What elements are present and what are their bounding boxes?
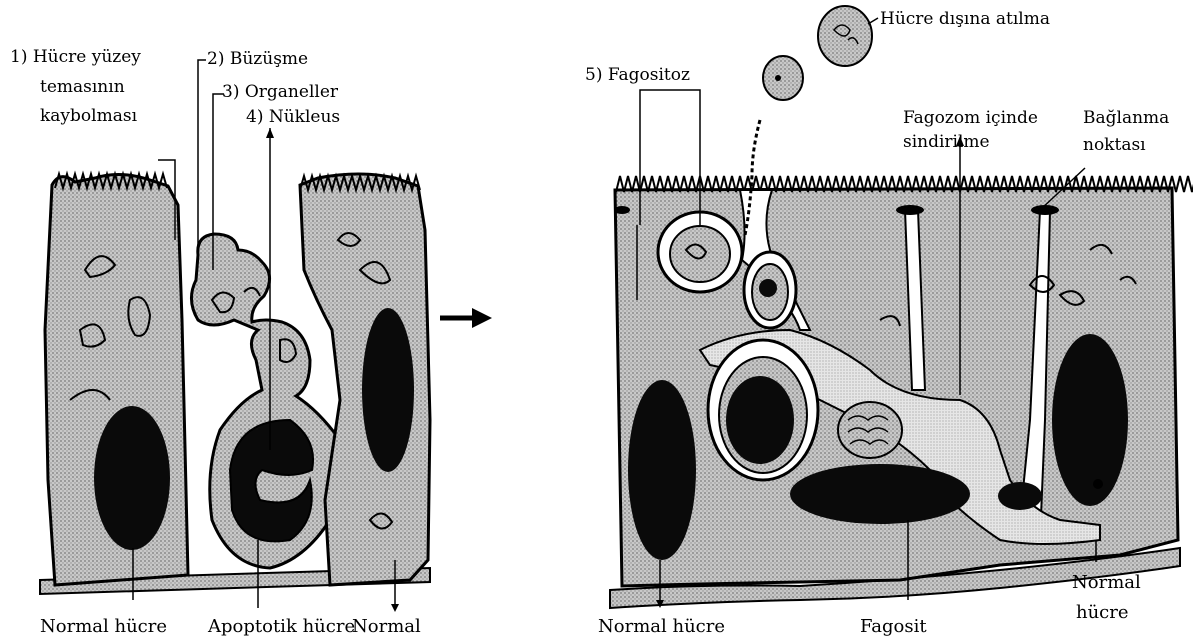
- label-normal-right-2: hücre: [1076, 602, 1129, 623]
- label-step3: 3) Organeller: [222, 82, 339, 102]
- phagosome-3: [708, 340, 818, 480]
- left-panel: 1) Hücre yüzey temasının kaybolması 2) B…: [10, 47, 492, 637]
- nucleus-right-left: [628, 380, 696, 560]
- label-step1-line1: 1) Hücre yüzey: [10, 47, 141, 67]
- label-normal-cell-right: Normal hücre: [598, 616, 725, 637]
- label-step4: 4) Nükleus: [246, 107, 340, 127]
- label-step1-line3: kaybolması: [40, 106, 138, 126]
- extruded-body-small: [763, 56, 803, 100]
- label-apoptotic-cell: Apoptotik hücre: [207, 616, 355, 637]
- phagosome-2: [744, 252, 796, 328]
- right-panel: 5) Fagositoz Hücre dışına atılma Fagozom…: [585, 6, 1193, 637]
- label-digestion-line1: Fagozom içinde: [903, 108, 1038, 128]
- label-attachment-line1: Bağlanma: [1083, 108, 1169, 128]
- label-normal-cell-left: Normal hücre: [40, 616, 167, 637]
- label-digestion-line2: sindirilme: [903, 132, 990, 152]
- transition-arrow: [440, 308, 492, 328]
- normal-cell-left: [45, 174, 188, 585]
- label-normal-mid: Normal: [352, 616, 421, 637]
- label-step2: 2) Büzüşme: [207, 49, 308, 69]
- label-extrusion: Hücre dışına atılma: [880, 9, 1050, 29]
- label-step5: 5) Fagositoz: [585, 65, 690, 85]
- label-attachment-line2: noktası: [1083, 135, 1146, 155]
- label-normal-right-1: Normal: [1072, 572, 1141, 593]
- label-step1-line2: temasının: [40, 77, 125, 97]
- extruded-body-large: [818, 6, 872, 66]
- label-phagocyte: Fagosit: [860, 616, 927, 637]
- nucleus-right-right: [1052, 334, 1128, 506]
- nucleus-left: [94, 406, 170, 550]
- nucleus-mid: [362, 308, 414, 472]
